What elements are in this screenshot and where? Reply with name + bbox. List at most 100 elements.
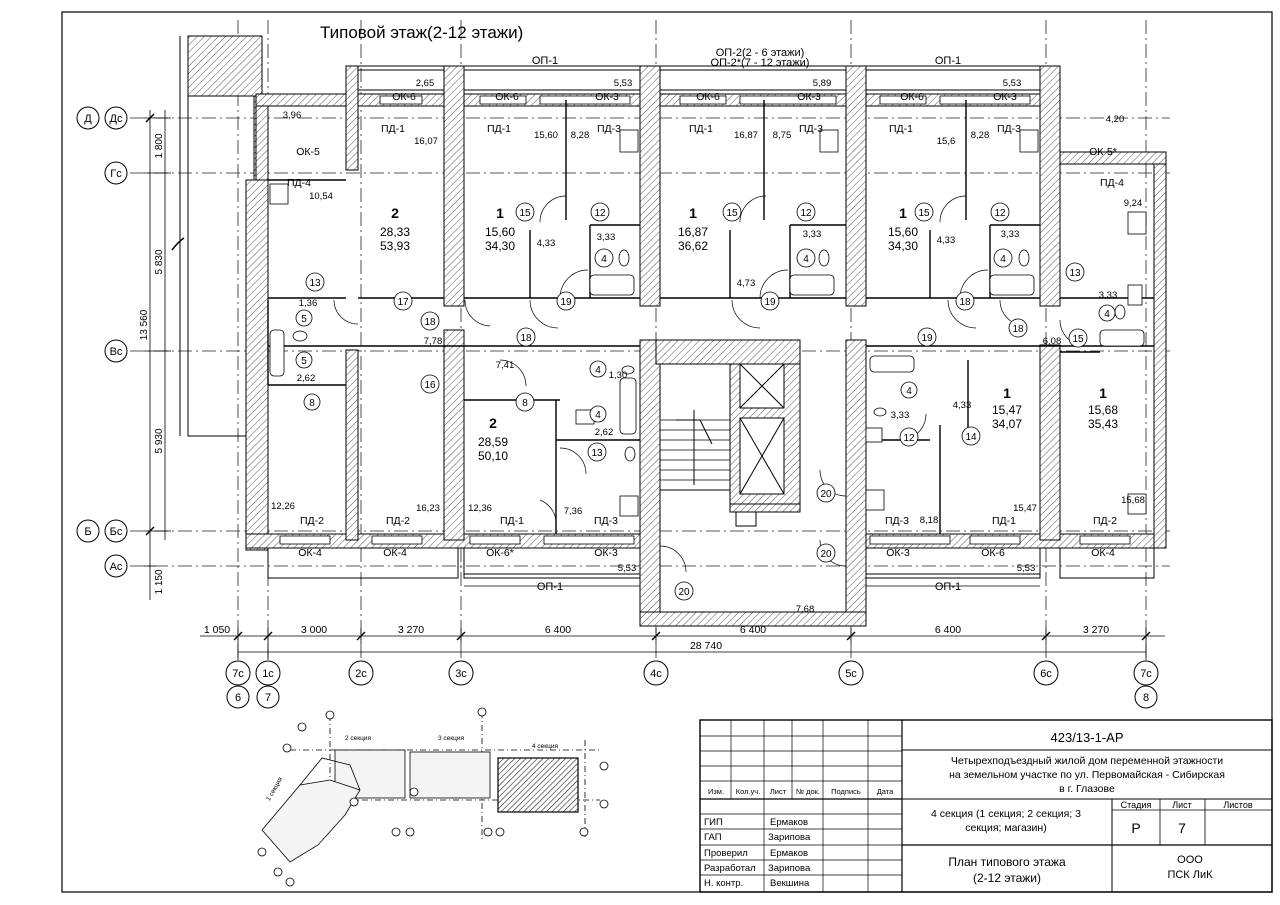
room-code: 16 xyxy=(424,380,436,391)
stamp-role: Проверил xyxy=(704,848,748,859)
room-code: 4 xyxy=(601,254,607,265)
balcony-mark: ПД-3 xyxy=(594,515,618,527)
sheet-header: Лист xyxy=(1172,800,1192,810)
room-area: 10,54 xyxy=(309,191,333,202)
window-mark: ОК-3 xyxy=(886,547,910,559)
room-code: 19 xyxy=(560,297,572,308)
stamp-name: Ермаков xyxy=(770,817,808,828)
room-area: 1,30 xyxy=(609,370,628,381)
stamp-name: Векшина xyxy=(770,878,810,889)
room-code: 4 xyxy=(595,365,601,376)
room-area: 8,28 xyxy=(971,130,990,141)
room-code: 18 xyxy=(520,333,532,344)
svg-text:50,10: 50,10 xyxy=(478,449,508,463)
window-mark: ОК-3 xyxy=(797,91,821,103)
room-area: 8,18 xyxy=(920,515,939,526)
stage-header: Стадия xyxy=(1121,800,1152,810)
plan-title: Типовой этаж(2-12 этажи) xyxy=(320,23,523,42)
stamp-name: Зарипова xyxy=(768,863,811,874)
dim-bottom: 6 400 xyxy=(545,624,571,636)
project-desc: Четырехподъездный жилой дом переменной э… xyxy=(951,755,1223,767)
svg-text:36,62: 36,62 xyxy=(678,239,708,253)
room-code: 13 xyxy=(591,448,603,459)
axis-label: Вс xyxy=(110,346,123,358)
room-area: 9,24 xyxy=(1124,198,1143,209)
stamp-header: Дата xyxy=(877,787,894,796)
windows xyxy=(279,95,1131,545)
svg-text:15,60: 15,60 xyxy=(485,225,515,239)
room-code: 18 xyxy=(1012,324,1024,335)
window-mark: ОК-6 xyxy=(696,91,720,103)
balcony-mark: ПД-1 xyxy=(689,123,713,135)
axis-label: 2с xyxy=(355,668,367,680)
room-code: 4 xyxy=(1000,254,1006,265)
balcony-mark: ПД-3 xyxy=(799,123,823,135)
room-code: 20 xyxy=(678,587,690,598)
balcony-mark: ПД-2 xyxy=(1093,515,1117,527)
beam-label: ОП-1 xyxy=(935,55,961,67)
window-mark: ОК-6 xyxy=(900,91,924,103)
dimensions-left xyxy=(144,110,171,600)
dim-bottom: 3 000 xyxy=(301,624,327,636)
room-area: 15,60 xyxy=(534,130,558,141)
room-code: 13 xyxy=(1069,268,1081,279)
window-mark: ОК-6 xyxy=(495,91,519,103)
dim-left: 5 830 xyxy=(154,249,165,274)
stamp-name: Ермаков xyxy=(770,848,808,859)
room-area: 4,33 xyxy=(537,238,556,249)
svg-text:28,59: 28,59 xyxy=(478,435,508,449)
stamp-name: Зарипова xyxy=(768,832,811,843)
balcony-mark: ПД-4 xyxy=(287,177,311,189)
stair-lift-core xyxy=(655,339,801,527)
sheet-value: 7 xyxy=(1178,820,1186,836)
room-code: 12 xyxy=(800,208,812,219)
room-area: 3,33 xyxy=(597,232,616,243)
svg-text:34,30: 34,30 xyxy=(888,239,918,253)
axis-label: 1с xyxy=(262,668,274,680)
org-name: ООО xyxy=(1177,854,1203,866)
axis-markers-bottom xyxy=(225,660,1159,709)
room-area: 7,78 xyxy=(424,336,443,347)
svg-text:15,47: 15,47 xyxy=(992,403,1022,417)
dim-total: 28 740 xyxy=(690,640,722,652)
svg-text:34,07: 34,07 xyxy=(992,417,1022,431)
svg-text:15,60: 15,60 xyxy=(888,225,918,239)
room-code: 8 xyxy=(309,398,315,409)
svg-text:1: 1 xyxy=(689,205,697,221)
room-area: 12,26 xyxy=(271,501,295,512)
axis-label: 3с xyxy=(455,668,467,680)
room-area: 5,89 xyxy=(813,78,832,89)
beam-label: ОП-2*(7 - 12 этажи) xyxy=(711,57,810,69)
balcony-mark: ПД-2 xyxy=(300,515,324,527)
beam-label: ОП-1 xyxy=(532,55,558,67)
balcony-mark: ПД-3 xyxy=(885,515,909,527)
balcony-mark: ПД-1 xyxy=(992,515,1016,527)
room-code: 4 xyxy=(1104,309,1110,320)
room-area: 3,96 xyxy=(283,110,302,121)
svg-text:2: 2 xyxy=(489,415,497,431)
room-code: 14 xyxy=(965,432,977,443)
room-area: 16,07 xyxy=(414,136,438,147)
beam-lines xyxy=(358,65,1040,587)
room-area: 3,33 xyxy=(1001,229,1020,240)
room-area: 5,53 xyxy=(614,78,633,89)
room-area: 7,36 xyxy=(564,506,583,517)
apartment-label: 2 28,59 50,10 xyxy=(478,415,508,463)
beam-label: ОП-1 xyxy=(537,581,563,593)
keyplan-section-label: 3 секция xyxy=(438,735,464,742)
svg-text:16,87: 16,87 xyxy=(678,225,708,239)
stamp-role: Разработал xyxy=(704,863,756,874)
dimensions-bottom xyxy=(200,628,1165,660)
room-code: 4 xyxy=(803,254,809,265)
stamp-header: Изм. xyxy=(708,787,724,796)
svg-text:34,30: 34,30 xyxy=(485,239,515,253)
window-mark: ОК-5 xyxy=(296,146,320,158)
axis-label: 7с xyxy=(1140,668,1152,680)
room-code: 8 xyxy=(522,398,528,409)
window-mark: ОК-3 xyxy=(595,91,619,103)
room-area: 16,87 xyxy=(734,130,758,141)
apartment-label: 1 16,87 36,62 xyxy=(678,205,708,253)
room-code: 5 xyxy=(301,314,307,325)
balcony-mark: ПД-3 xyxy=(597,123,621,135)
